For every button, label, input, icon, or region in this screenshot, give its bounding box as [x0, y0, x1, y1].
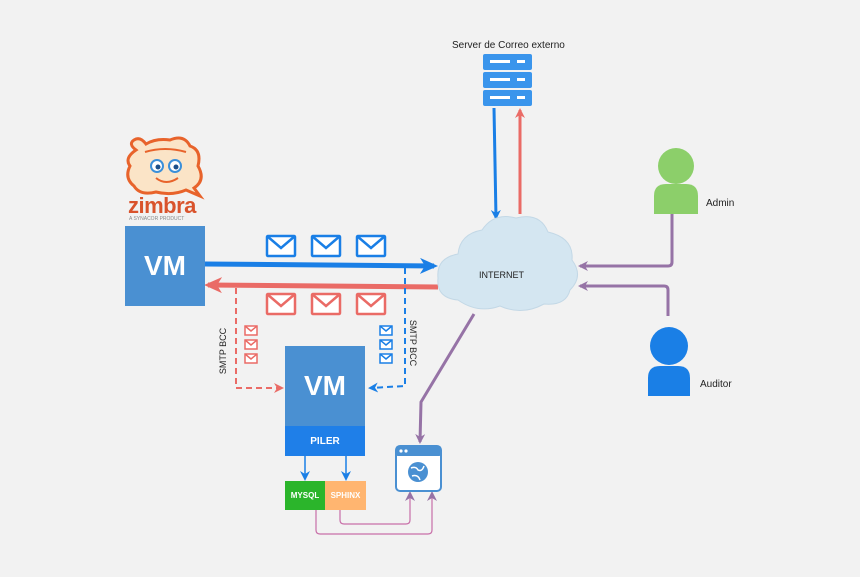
- email-icon: [379, 325, 393, 364]
- auditor-link: [578, 281, 670, 316]
- server-to-internet-arrow: [490, 107, 501, 220]
- email-icon: [310, 234, 342, 258]
- internet-to-webapp-link: [415, 313, 476, 444]
- sphinx-to-webapp-link: [339, 491, 415, 525]
- sphinx-badge: SPHINX: [325, 481, 366, 510]
- archive-vm: VM: [285, 346, 365, 426]
- browser-globe-icon: [395, 445, 442, 492]
- email-icon: [355, 292, 387, 316]
- email-icon: [244, 325, 258, 364]
- user-icon: [648, 327, 690, 396]
- outgoing-mail-arrow: [204, 257, 438, 274]
- mail-server-vm: VM: [125, 226, 205, 306]
- admin-label: Admin: [706, 198, 735, 209]
- server-icon: [483, 54, 532, 106]
- auditor-label: Auditor: [700, 379, 732, 390]
- email-icon: [265, 292, 297, 316]
- zimbra-wordmark: zimbra: [128, 193, 196, 218]
- incoming-mail-arrow: [204, 277, 439, 294]
- internet-label: INTERNET: [479, 270, 524, 280]
- zimbra-logo-icon: [126, 136, 205, 200]
- external-server-label: Server de Correo externo: [452, 40, 565, 51]
- zimbra-tagline: A SYNACOR PRODUCT: [129, 216, 185, 222]
- smtp-bcc-right-label: SMTP BCC: [408, 319, 419, 367]
- email-icon: [310, 292, 342, 316]
- smtp-bcc-left-label: SMTP BCC: [218, 327, 229, 375]
- piler-badge: PILER: [285, 426, 365, 456]
- cloud-icon: [437, 216, 578, 311]
- mysql-to-webapp-link: [315, 491, 437, 535]
- email-icon: [265, 234, 297, 258]
- email-icon: [355, 234, 387, 258]
- bcc-outgoing-path: [368, 268, 406, 393]
- mysql-badge: MYSQL: [285, 481, 325, 510]
- admin-link: [578, 214, 674, 271]
- user-icon: [654, 148, 698, 214]
- bcc-incoming-path: [235, 288, 284, 393]
